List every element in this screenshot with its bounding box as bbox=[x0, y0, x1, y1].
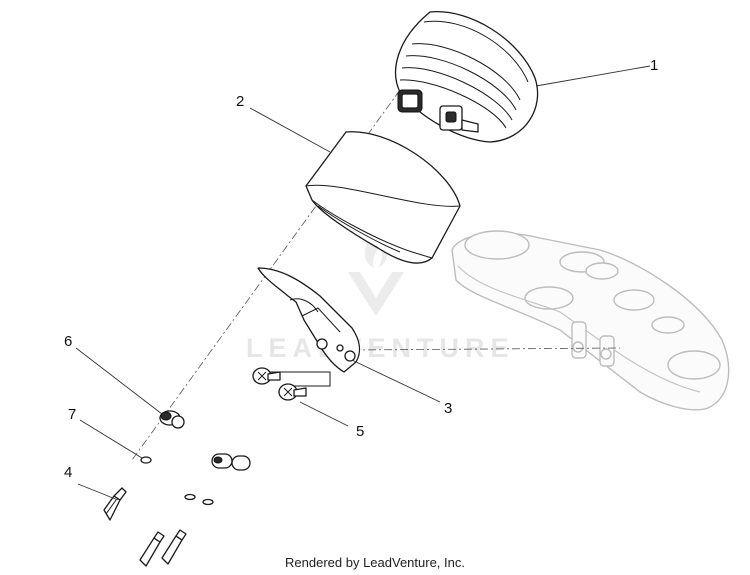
long-screw-part-4 bbox=[103, 487, 127, 521]
callout-7: 7 bbox=[68, 406, 77, 423]
instrument-cluster-part-1 bbox=[394, 11, 539, 143]
render-credit: Rendered by LeadVenture, Inc. bbox=[285, 555, 465, 570]
callout-4: 4 bbox=[64, 464, 73, 481]
callout-6: 6 bbox=[64, 333, 73, 350]
washer-part-7 bbox=[140, 456, 152, 464]
bracket-part-3 bbox=[257, 267, 361, 373]
grommet-part-6 bbox=[159, 410, 185, 429]
triple-clamp-ghost bbox=[451, 230, 730, 411]
screws-part-5 bbox=[252, 367, 307, 401]
watermark-text: LEADVENTURE bbox=[246, 333, 515, 363]
callout-leaders bbox=[75, 65, 651, 501]
callout-1: 1 bbox=[650, 57, 659, 74]
cluster-cover-part-2 bbox=[305, 131, 461, 264]
callout-2: 2 bbox=[236, 93, 245, 110]
callout-5: 5 bbox=[356, 423, 365, 440]
loose-hardware bbox=[139, 453, 251, 567]
callout-3: 3 bbox=[444, 400, 453, 417]
